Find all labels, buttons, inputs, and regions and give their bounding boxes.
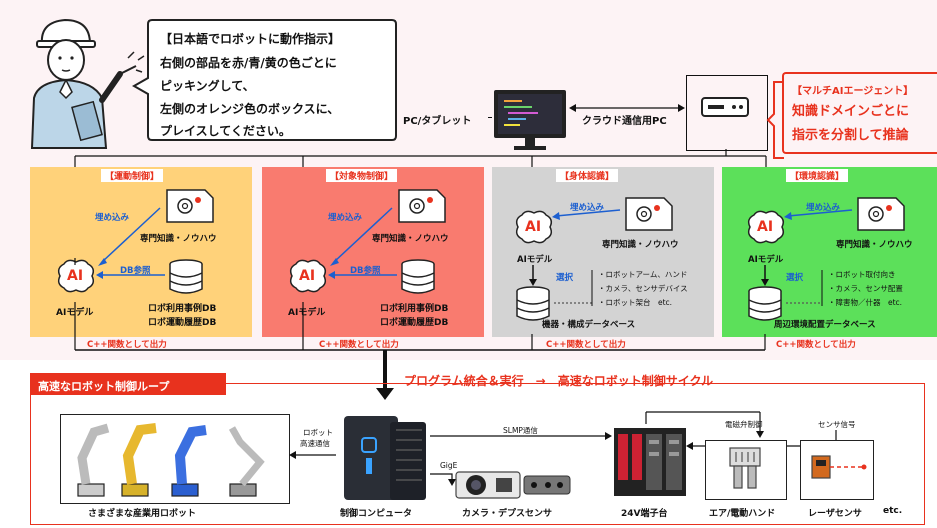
robots-label: さまざまな産業用ロボット (88, 509, 197, 519)
object-knowledge-label: 専門知識・ノウハウ (372, 234, 449, 244)
controller-label: 制御コンピュータ (340, 509, 413, 519)
ai-icon-2: AI (299, 268, 316, 284)
object-dbref-label: DB参照 (350, 266, 381, 276)
panel-body-title: 【身体認識】 (556, 169, 619, 182)
body-model-label: AIモデル (517, 255, 553, 265)
cloud-pc-frame (686, 75, 768, 151)
motion-db1-label: ロボ利用事例DB (148, 304, 217, 314)
object-output-label: C++関数として出力 (319, 340, 399, 350)
controller-icon (344, 416, 426, 500)
motion-db2-label: ロボ運動履歴DB (148, 318, 217, 328)
gripper-icon (729, 447, 761, 489)
cloud-pc-label: クラウド通信用PC (582, 116, 667, 127)
ai-icon-3: AI (525, 219, 542, 235)
env-output-label: C++関数として出力 (776, 340, 856, 350)
loop-frame (30, 383, 925, 525)
loop-title: 高速なロボット制御ループ (38, 380, 170, 393)
terminal-icon (614, 428, 686, 496)
env-knowledge-label: 専門知識・ノウハウ (836, 240, 913, 250)
body-output-label: C++関数として出力 (546, 340, 626, 350)
body-item-1: ・ロボットアーム、ハンド (598, 270, 688, 279)
monitor-icon (494, 90, 566, 150)
body-embed-label: 埋め込み (570, 203, 605, 213)
camera-label: カメラ・デプスセンサ (462, 509, 553, 519)
multi-agent-box (782, 72, 937, 154)
motion-embed-label: 埋め込み (95, 213, 130, 223)
robot-comm-arrow (289, 451, 336, 459)
laser-label: レーザセンサ (808, 509, 862, 519)
motion-output-label: C++関数として出力 (87, 340, 167, 350)
valve-ctrl-label: 電磁弁制御 (725, 420, 763, 429)
gige-label: GigE (440, 461, 458, 470)
object-model-label: AIモデル (288, 308, 326, 318)
robot-comm-label-2: 高速通信 (300, 439, 330, 448)
object-embed-label: 埋め込み (328, 213, 363, 223)
body-item-2: ・カメラ、センサデバイス (598, 284, 688, 293)
terminal-label: 24V端子台 (621, 509, 668, 519)
motion-knowledge-label: 専門知識・ノウハウ (140, 234, 217, 244)
env-embed-label: 埋め込み (806, 203, 841, 213)
speech-line-3: ピッキングして、 (160, 79, 255, 93)
multi-agent-title: 【マルチAIエージェント】 (792, 86, 914, 97)
object-db2-label: ロボ運動履歴DB (380, 318, 449, 328)
etc-label: etc. (883, 506, 903, 516)
speech-line-2: 右側の部品を赤/青/黄の色ごとに (160, 56, 337, 70)
ai-icon-4: AI (757, 219, 774, 235)
speech-line-1: 【日本語でロボットに動作指示】 (160, 32, 341, 46)
laser-sensor-icon (811, 455, 867, 479)
body-item-3: ・ロボット架台 etc. (598, 298, 673, 307)
cloud-pc-icon (701, 97, 749, 117)
env-select-label: 選択 (786, 273, 804, 283)
env-item-3: ・障害物／什器 etc. (828, 298, 903, 307)
multi-agent-line-1: 知識ドメインごとに (792, 104, 910, 119)
speech-line-4: 左側のオレンジ色のボックスに、 (160, 102, 340, 116)
sensor-signal-label: センサ信号 (818, 420, 856, 429)
robots-illustration (77, 423, 265, 497)
camera-icon (455, 471, 571, 499)
panel-motion-title: 【運動制御】 (101, 169, 164, 182)
motion-dbref-label: DB参照 (120, 266, 151, 276)
pc-link-line (488, 117, 492, 118)
panel-object-title: 【対象物制御】 (326, 169, 398, 182)
env-model-label: AIモデル (748, 255, 784, 265)
body-knowledge-label: 専門知識・ノウハウ (602, 240, 679, 250)
callout-bracket (766, 81, 784, 159)
pc-tablet-label: PC/タブレット (403, 116, 472, 127)
hand-label: エア/電動ハンド (709, 509, 776, 519)
body-db-label: 機器・構成データベース (542, 320, 636, 330)
panel-env-title: 【環境認識】 (786, 169, 849, 182)
body-select-label: 選択 (556, 273, 574, 283)
env-db-label: 周辺環境配置データベース (774, 320, 876, 330)
panel-object (262, 167, 484, 337)
panel-motion (30, 167, 252, 337)
speech-line-5: プレイスしてください。 (160, 124, 291, 138)
env-item-2: ・カメラ、センサ配置 (828, 284, 903, 293)
slmp-label: SLMP通信 (503, 426, 538, 435)
engineer-illustration (30, 18, 145, 149)
env-item-1: ・ロボット取付向き (828, 270, 896, 279)
speech-bubble-shape (131, 19, 397, 141)
ai-icon-1: AI (67, 268, 84, 284)
object-db1-label: ロボ利用事例DB (380, 304, 449, 314)
double-arrow-icon (569, 104, 685, 112)
loop-headline: プログラム統合＆実行 → 高速なロボット制御サイクル (404, 374, 714, 388)
loop-title-bg (30, 373, 226, 395)
multi-agent-line-2: 指示を分割して推論 (792, 128, 909, 143)
robot-comm-label-1: ロボット (303, 428, 333, 437)
